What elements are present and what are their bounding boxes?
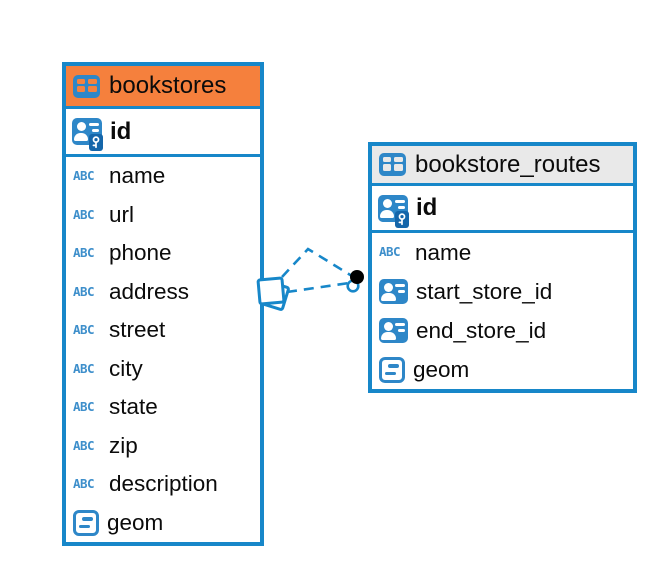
table-bookstore-routes[interactable]: bookstore_routes id ABC name start_store… xyxy=(368,142,637,393)
table-title: bookstores xyxy=(109,72,227,99)
column-row-start-store-id[interactable]: start_store_id xyxy=(372,272,633,311)
column-label: end_store_id xyxy=(416,317,547,343)
abc-icon: ABC xyxy=(73,437,95,453)
column-list: ABC name ABC url ABC phone ABC address A… xyxy=(66,157,260,542)
abc-icon: ABC xyxy=(73,476,95,491)
column-row-zip[interactable]: ABC zip xyxy=(66,427,260,466)
relationship-line-start-store[interactable] xyxy=(281,247,353,278)
column-row-geom[interactable]: geom xyxy=(372,350,633,389)
column-label: url xyxy=(109,201,135,227)
abc-icon: ABC xyxy=(73,245,95,260)
person-icon xyxy=(379,279,408,304)
geometry-icon xyxy=(379,356,405,383)
key-icon xyxy=(395,210,409,228)
table-bookstore-routes-header[interactable]: bookstore_routes xyxy=(372,146,633,186)
column-label: street xyxy=(109,317,166,343)
column-row-id[interactable]: id xyxy=(372,186,633,233)
column-row-city[interactable]: ABC city xyxy=(66,350,260,389)
table-title: bookstore_routes xyxy=(415,150,601,178)
column-label: city xyxy=(109,355,143,381)
abc-icon: ABC xyxy=(73,206,95,222)
column-list: ABC name start_store_id end_store_id geo… xyxy=(372,233,633,389)
person-key-icon xyxy=(378,194,409,228)
column-row-id[interactable]: id xyxy=(66,109,260,157)
abc-icon: ABC xyxy=(73,360,95,376)
abc-icon: ABC xyxy=(379,244,401,260)
abc-icon: ABC xyxy=(73,322,95,337)
column-label: id xyxy=(416,194,438,221)
column-label: state xyxy=(109,394,158,420)
relationship-target-marker[interactable] xyxy=(346,270,364,293)
column-row-state[interactable]: ABC state xyxy=(66,388,260,427)
column-row-street[interactable]: ABC street xyxy=(66,311,260,350)
abc-icon: ABC xyxy=(73,399,95,414)
column-row-address[interactable]: ABC address xyxy=(66,273,260,312)
geometry-icon xyxy=(73,509,99,536)
column-label: start_store_id xyxy=(416,278,553,304)
column-label: id xyxy=(110,117,132,145)
column-label: name xyxy=(415,239,472,265)
key-icon xyxy=(89,134,103,151)
column-label: geom xyxy=(107,509,164,535)
column-label: name xyxy=(109,163,166,189)
person-icon xyxy=(379,318,408,343)
column-label: phone xyxy=(109,240,172,266)
abc-icon: ABC xyxy=(73,168,95,183)
column-row-phone[interactable]: ABC phone xyxy=(66,234,260,273)
person-key-icon xyxy=(72,118,103,151)
table-icon xyxy=(73,74,100,98)
column-row-name[interactable]: ABC name xyxy=(372,233,633,272)
column-label: zip xyxy=(109,432,138,458)
column-label: geom xyxy=(413,356,470,382)
column-row-description[interactable]: ABC description xyxy=(66,465,260,504)
table-bookstores[interactable]: bookstores id ABC name ABC url ABC phon xyxy=(62,62,264,546)
column-row-geom[interactable]: geom xyxy=(66,504,260,543)
column-row-end-store-id[interactable]: end_store_id xyxy=(372,311,633,350)
column-row-name[interactable]: ABC name xyxy=(66,157,260,196)
table-bookstores-header[interactable]: bookstores xyxy=(66,66,260,109)
abc-icon: ABC xyxy=(73,283,95,299)
column-row-url[interactable]: ABC url xyxy=(66,196,260,235)
table-icon xyxy=(379,153,406,176)
relationship-line-end-store[interactable] xyxy=(286,281,350,294)
column-label: address xyxy=(109,278,190,304)
column-label: description xyxy=(109,471,218,497)
